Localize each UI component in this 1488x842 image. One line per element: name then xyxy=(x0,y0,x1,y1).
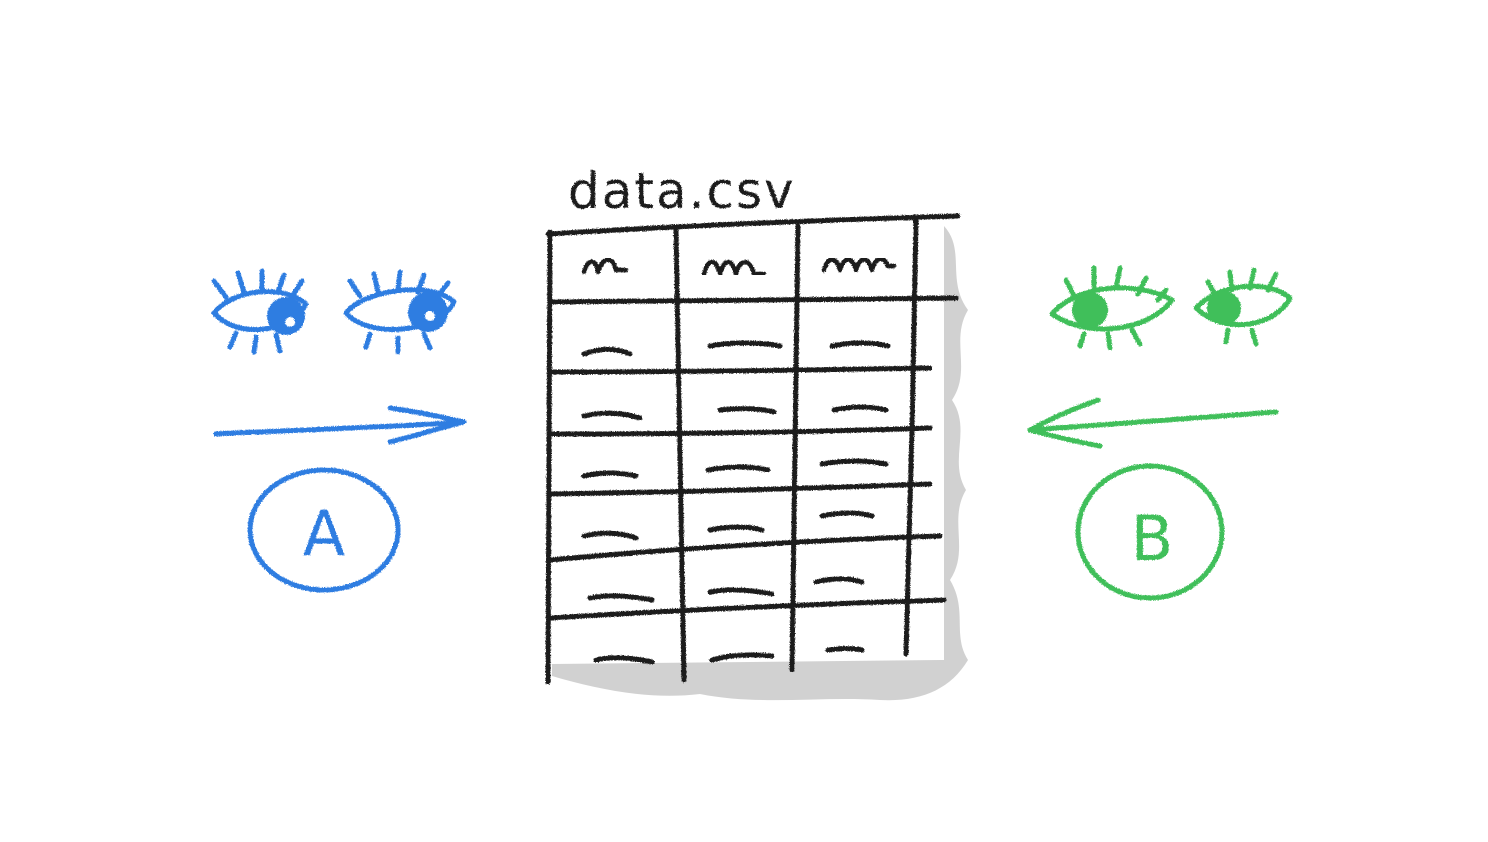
arrow-left-icon xyxy=(1027,397,1279,449)
viewer-label-b xyxy=(1075,463,1225,601)
table-cell xyxy=(707,524,765,533)
table-cell xyxy=(581,347,633,357)
table-cell xyxy=(709,652,775,663)
arrow-right-icon xyxy=(213,405,467,445)
table-cell xyxy=(825,646,865,653)
eye-icon xyxy=(1049,265,1175,351)
table-cell xyxy=(831,404,889,413)
eye-icon xyxy=(1193,267,1293,347)
column-header-squiggle xyxy=(821,256,897,273)
table-cell xyxy=(717,406,777,415)
viewer-b xyxy=(1027,265,1293,601)
table-cell xyxy=(707,340,783,349)
table-torn-edge xyxy=(552,226,968,701)
table-header-row xyxy=(581,256,897,277)
viewer-a xyxy=(211,268,467,593)
csv-table xyxy=(545,213,961,685)
viewer-label-b-text: B xyxy=(1131,502,1174,575)
eye-icon xyxy=(211,268,309,355)
table-cell xyxy=(819,510,875,519)
column-header-squiggle xyxy=(581,257,629,275)
table-cell xyxy=(707,587,775,597)
eye-icon xyxy=(343,269,457,355)
table-cell xyxy=(705,464,771,473)
viewer-label-a-text: A xyxy=(303,497,345,570)
table-cell xyxy=(581,470,639,479)
viewer-label-a xyxy=(247,467,401,593)
table-cell xyxy=(819,458,889,467)
table-cell xyxy=(593,655,655,665)
column-header-squiggle xyxy=(701,259,767,277)
table-cell xyxy=(587,593,655,603)
table-cell xyxy=(829,340,891,349)
file-name: data.csv xyxy=(568,162,796,220)
table-cells xyxy=(581,340,891,665)
table-cell xyxy=(581,530,639,541)
table-cell xyxy=(813,576,865,585)
table-cell xyxy=(581,410,643,421)
